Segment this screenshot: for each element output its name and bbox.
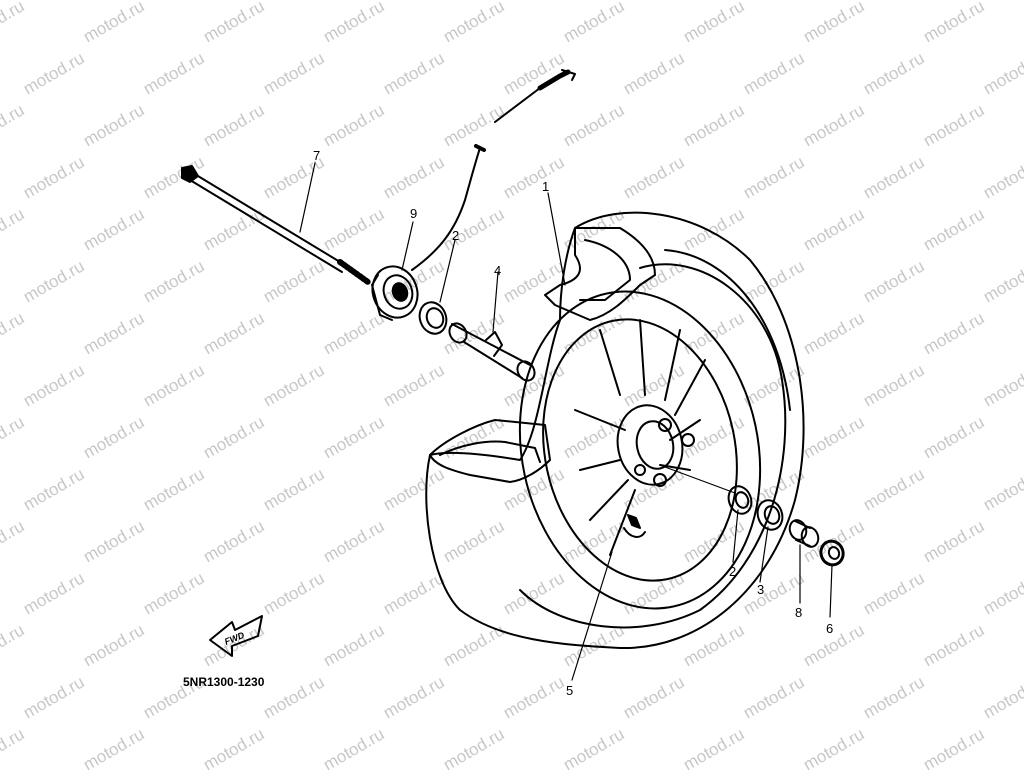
- callout-5: 5: [566, 683, 573, 698]
- bearing-upper: [418, 301, 448, 335]
- spacer-collar: [448, 322, 536, 382]
- forward-arrow-icon: [209, 615, 263, 657]
- callout-2-bottom: 2: [729, 564, 736, 579]
- bearing-lower: [727, 485, 753, 515]
- callout-1: 1: [542, 179, 549, 194]
- callout-6: 6: [826, 621, 833, 636]
- diagram-code: 5NR1300-1230: [183, 675, 265, 689]
- callout-9: 9: [410, 206, 417, 221]
- callout-2-top: 2: [452, 228, 459, 243]
- callout-labels: 1 2 2 3 4 5 6 7 8 9: [313, 148, 833, 698]
- callout-7: 7: [313, 148, 320, 163]
- wheel-tire: [425, 211, 805, 650]
- axle: [181, 165, 371, 285]
- leader-lines: [299, 162, 833, 681]
- callout-4: 4: [494, 263, 501, 278]
- collar: [788, 519, 820, 548]
- speedometer-cable: [411, 69, 576, 271]
- speedometer-gear-unit: [371, 265, 419, 321]
- oil-seal: [756, 499, 784, 531]
- callout-3: 3: [757, 582, 764, 597]
- callout-8: 8: [795, 605, 802, 620]
- axle-nut: [819, 539, 845, 567]
